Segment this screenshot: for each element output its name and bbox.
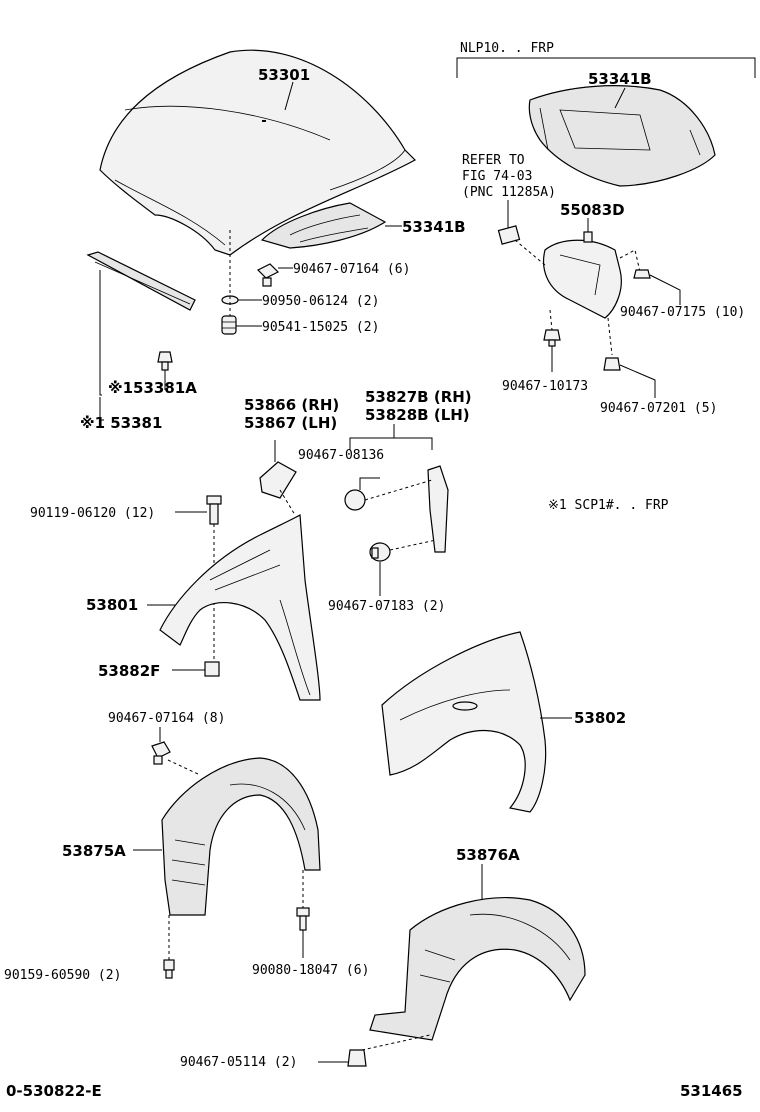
label-53341b-top: 53341B [588, 70, 652, 88]
label-53827b: 53827B (RH) [365, 388, 472, 406]
label-53301: 53301 [258, 66, 310, 84]
label-55083d: 55083D [560, 201, 625, 219]
label-refer-2: FIG 74-03 [462, 169, 532, 184]
label-90119-06120: 90119-06120 (12) [30, 506, 155, 521]
label-90467-10173: 90467-10173 [502, 379, 588, 394]
fender-liner-53875a [161, 757, 321, 916]
clip-90467-07164 [256, 263, 280, 287]
label-90467-05114: 90467-05114 (2) [180, 1055, 297, 1070]
label-90159-60590: 90159-60590 (2) [4, 968, 121, 983]
label-note-scp: ※1 SCP1#. . FRP [548, 498, 669, 513]
hood-53301 [99, 49, 416, 256]
footer-left-code: 0-530822-E [6, 1082, 102, 1100]
label-53801: 53801 [86, 596, 138, 614]
footer-right-code: 531465 [680, 1082, 743, 1100]
front-fender-53802 [381, 631, 547, 813]
label-90950-06124: 90950-06124 (2) [262, 294, 379, 309]
refer-piece [497, 225, 521, 245]
clip-153381a [157, 351, 173, 371]
nut-53882f [204, 661, 220, 677]
clip-90467-07164-8 [151, 741, 171, 765]
hood-seal-53381 [86, 251, 196, 311]
label-53882f: 53882F [98, 662, 160, 680]
label-variant-nlp: NLP10. . FRP [460, 41, 554, 56]
label-refer-3: (PNC 11285A) [462, 185, 556, 200]
clip-90467-05114 [347, 1049, 367, 1067]
label-53341b: 53341B [402, 218, 466, 236]
label-90467-07183: 90467-07183 (2) [328, 599, 445, 614]
clip-90467-07183 [369, 542, 391, 562]
label-53875a: 53875A [62, 842, 126, 860]
label-53802: 53802 [574, 709, 626, 727]
hood-insulator-53341b-frp [528, 85, 716, 187]
cover-53866 [259, 461, 297, 499]
label-153381: ※1 53381 [80, 414, 162, 432]
cushion-90541-15025 [221, 315, 237, 335]
label-90541-15025: 90541-15025 (2) [262, 320, 379, 335]
label-90080-18047: 90080-18047 (6) [252, 963, 369, 978]
label-53867: 53867 (LH) [244, 414, 337, 432]
label-90467-07201: 90467-07201 (5) [600, 401, 717, 416]
label-90467-07175: 90467-07175 (10) [620, 305, 745, 320]
label-90467-08136: 90467-08136 [298, 448, 384, 463]
screw-90159-60590 [163, 959, 175, 979]
clip-90467-07201 [603, 357, 621, 371]
label-90467-07164-6: 90467-07164 (6) [293, 262, 410, 277]
label-53828b: 53828B (LH) [365, 406, 470, 424]
label-53876a: 53876A [456, 846, 520, 864]
clip-90467-07175 [633, 269, 651, 279]
label-refer-1: REFER TO [462, 153, 525, 168]
clip-90467-08136 [344, 489, 366, 511]
cowl-panel-55083d [543, 231, 622, 319]
bolt-90119-06120 [206, 495, 222, 525]
label-90467-07164-8: 90467-07164 (8) [108, 711, 225, 726]
fender-liner-53876a [369, 897, 586, 1041]
front-fender-53801 [159, 513, 321, 701]
label-153381a: ※153381A [108, 379, 197, 397]
bolt-90080-18047 [296, 907, 310, 931]
label-53866: 53866 (RH) [244, 396, 339, 414]
hood-insulator-53341b [260, 202, 387, 249]
bracket-53827b [427, 465, 449, 553]
clip-90467-10173 [543, 329, 561, 347]
